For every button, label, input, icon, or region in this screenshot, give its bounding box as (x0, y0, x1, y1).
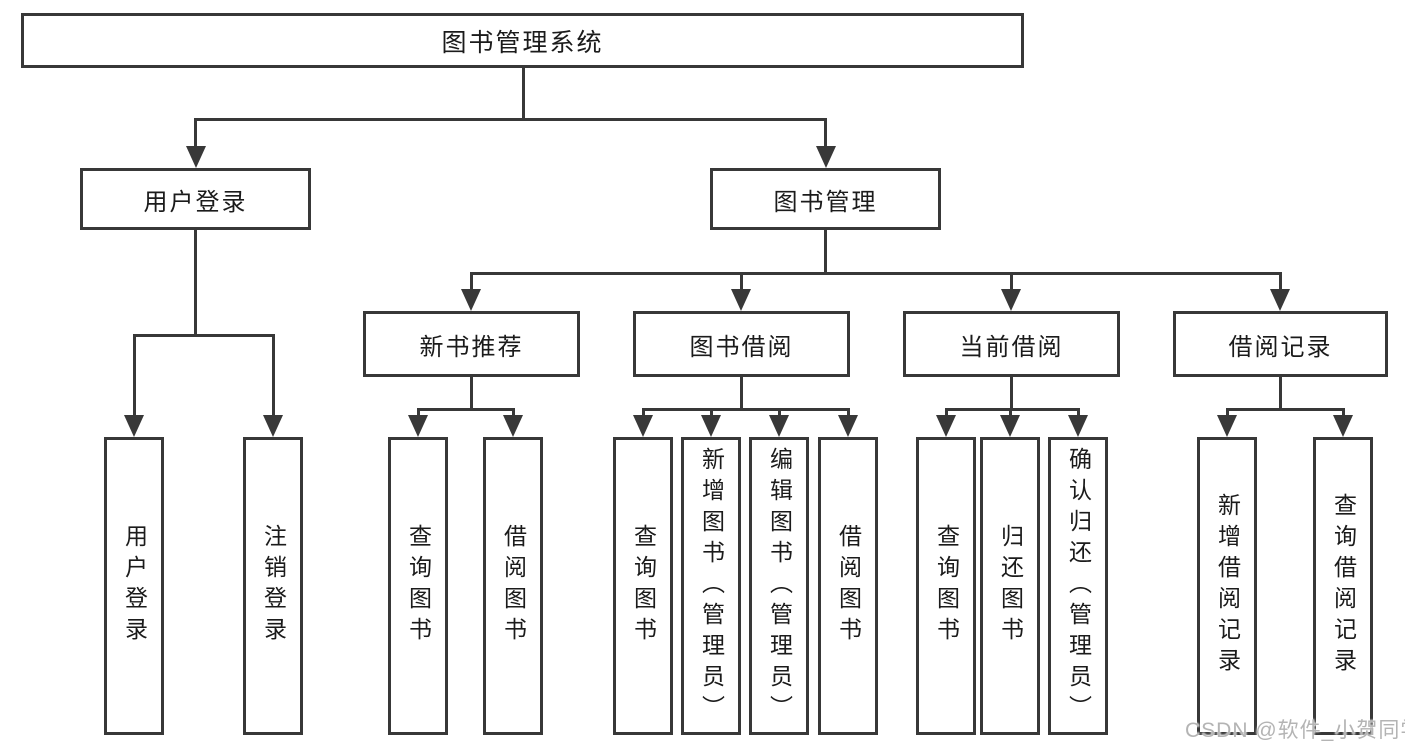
arrowhead-br-add-icon (1217, 415, 1237, 437)
arrowhead-borrow-records-icon (1270, 289, 1290, 311)
node-cb-confirm-return-admin-label: 确认归还（管理员） (1065, 446, 1092, 726)
connector-to-br-add (1226, 408, 1229, 418)
arrowhead-leaf-logout-icon (263, 415, 283, 437)
arrowhead-cb-query-icon (936, 415, 956, 437)
connector-to-leaf-logout (272, 334, 275, 417)
connector-to-nb-borrow (512, 408, 515, 418)
arrowhead-bb-edit-icon (769, 415, 789, 437)
connector-user-login-split (133, 334, 275, 337)
arrowhead-nb-query-icon (408, 415, 428, 437)
connector-root-stem (522, 68, 525, 121)
connector-book-borrow-split (642, 408, 850, 411)
connector-to-br-query (1342, 408, 1345, 418)
node-new-book-recommend-label: 新书推荐 (419, 333, 524, 361)
node-borrow-records: 借阅记录 (1173, 311, 1388, 377)
node-new-book-recommend: 新书推荐 (363, 311, 580, 377)
node-br-add-record-label: 新增借阅记录 (1214, 493, 1241, 679)
arrowhead-leaf-user-login-icon (124, 415, 144, 437)
node-nb-borrow-books-label: 借阅图书 (500, 524, 527, 648)
node-leaf-logout: 注销登录 (243, 437, 303, 735)
connector-new-books-split (417, 408, 515, 411)
connector-to-bb-edit (778, 408, 781, 418)
watermark-text: CSDN @软件_小贺同学 (1185, 719, 1405, 742)
connector-to-nb-query (417, 408, 420, 418)
connector-current-borrow-stem (1010, 377, 1013, 411)
node-bb-borrow-books-label: 借阅图书 (835, 524, 862, 648)
node-bb-query-books-label: 查询图书 (630, 524, 657, 648)
node-br-query-record: 查询借阅记录 (1313, 437, 1373, 735)
arrowhead-cb-return-icon (1000, 415, 1020, 437)
connector-to-bb-add (710, 408, 713, 418)
arrowhead-bb-query-icon (633, 415, 653, 437)
arrowhead-bb-borrow-icon (838, 415, 858, 437)
connector-to-bb-borrow (847, 408, 850, 418)
node-book-borrow-label: 图书借阅 (689, 333, 794, 361)
arrowhead-new-books-icon (461, 289, 481, 311)
node-cb-query-books-label: 查询图书 (933, 524, 960, 648)
connector-to-cb-return (1009, 408, 1012, 418)
connector-new-books-stem (470, 377, 473, 411)
node-leaf-user-login: 用户登录 (104, 437, 164, 735)
node-leaf-user-login-label: 用户登录 (121, 524, 148, 648)
connector-to-new-books (470, 272, 473, 292)
connector-to-book-borrow (740, 272, 743, 292)
connector-root-split (194, 118, 827, 121)
node-nb-query-books-label: 查询图书 (405, 524, 432, 648)
node-book-management-label: 图书管理 (773, 188, 878, 216)
node-user-login: 用户登录 (80, 168, 311, 230)
node-book-management: 图书管理 (710, 168, 941, 230)
connector-to-leaf-user-login (133, 334, 136, 417)
connector-to-bb-query (642, 408, 645, 418)
node-cb-query-books: 查询图书 (916, 437, 976, 735)
node-bb-add-books-admin-label: 新增图书（管理员） (698, 446, 725, 726)
node-bb-add-books-admin: 新增图书（管理员） (681, 437, 741, 735)
node-br-add-record: 新增借阅记录 (1197, 437, 1257, 735)
node-bb-query-books: 查询图书 (613, 437, 673, 735)
connector-current-borrow-split (945, 408, 1080, 411)
node-library-system: 图书管理系统 (21, 13, 1024, 68)
connector-to-current-borrow (1010, 272, 1013, 292)
connector-book-management-stem (824, 230, 827, 275)
connector-user-login-stem (194, 230, 197, 336)
connector-borrow-records-split (1226, 408, 1345, 411)
arrowhead-book-management-icon (816, 146, 836, 168)
node-current-borrow-label: 当前借阅 (959, 333, 1064, 361)
arrowhead-br-query-icon (1333, 415, 1353, 437)
arrowhead-nb-borrow-icon (503, 415, 523, 437)
arrowhead-bb-add-icon (701, 415, 721, 437)
node-cb-return-books-label: 归还图书 (997, 524, 1024, 648)
node-bb-borrow-books: 借阅图书 (818, 437, 878, 735)
node-nb-query-books: 查询图书 (388, 437, 448, 735)
node-library-system-label: 图书管理系统 (441, 28, 604, 57)
connector-to-cb-query (945, 408, 948, 418)
connector-to-user-login (194, 118, 197, 150)
node-current-borrow: 当前借阅 (903, 311, 1120, 377)
node-cb-return-books: 归还图书 (980, 437, 1040, 735)
connector-book-borrow-stem (740, 377, 743, 411)
connector-to-borrow-records (1279, 272, 1282, 292)
node-br-query-record-label: 查询借阅记录 (1330, 493, 1357, 679)
arrowhead-book-borrow-icon (731, 289, 751, 311)
arrowhead-user-login-icon (186, 146, 206, 168)
node-leaf-logout-label: 注销登录 (260, 524, 287, 648)
node-bb-edit-books-admin-label: 编辑图书（管理员） (766, 446, 793, 726)
node-cb-confirm-return-admin: 确认归还（管理员） (1048, 437, 1108, 735)
connector-to-cb-confirm (1077, 408, 1080, 418)
node-borrow-records-label: 借阅记录 (1228, 333, 1333, 361)
node-book-borrow: 图书借阅 (633, 311, 850, 377)
node-nb-borrow-books: 借阅图书 (483, 437, 543, 735)
connector-to-book-management (824, 118, 827, 150)
connector-borrow-records-stem (1279, 377, 1282, 411)
arrowhead-current-borrow-icon (1001, 289, 1021, 311)
arrowhead-cb-confirm-icon (1068, 415, 1088, 437)
node-user-login-label: 用户登录 (143, 188, 248, 216)
connector-book-management-split (470, 272, 1282, 275)
node-bb-edit-books-admin: 编辑图书（管理员） (749, 437, 809, 735)
